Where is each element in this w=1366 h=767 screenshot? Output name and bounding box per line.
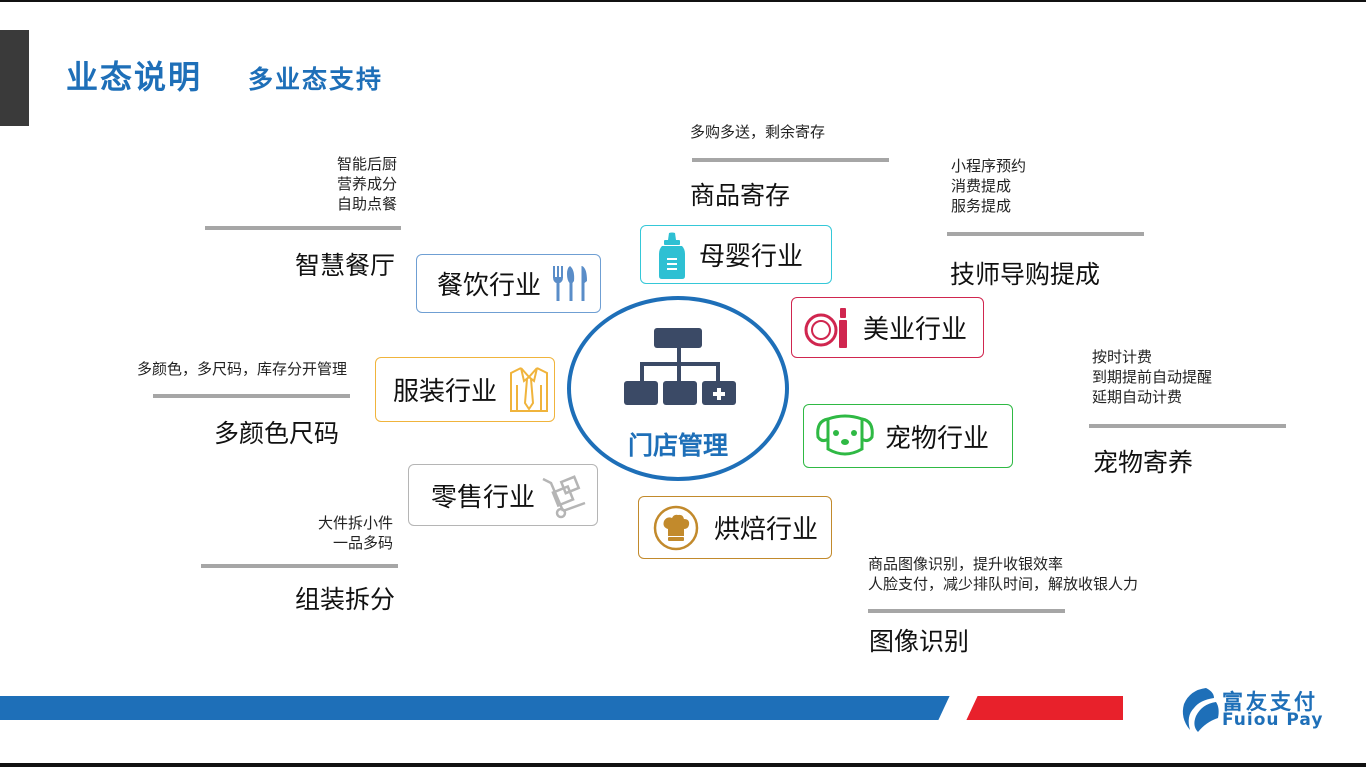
image-recognition-note-2: 人脸支付，减少排队时间，解放收银人力 bbox=[868, 575, 1139, 593]
commission-title: 技师导购提成 bbox=[950, 260, 1101, 289]
bottom-border bbox=[0, 763, 1366, 767]
page-title: 业态说明 bbox=[66, 58, 203, 96]
image-recognition-note-1: 商品图像识别，提升收银效率 bbox=[868, 555, 1064, 573]
industry-retail-card[interactable]: 零售行业 bbox=[408, 464, 598, 526]
assembly-split-note-2: 一品多码 bbox=[332, 534, 393, 552]
cosmetics-icon bbox=[804, 308, 847, 348]
image-recognition-divider bbox=[868, 609, 1065, 613]
industry-catering-card[interactable]: 餐饮行业 bbox=[416, 254, 601, 313]
smart-restaurant-note-2: 营养成分 bbox=[336, 175, 397, 193]
pet-boarding-note-1: 按时计费 bbox=[1092, 348, 1153, 366]
footer-band-red bbox=[972, 696, 1123, 720]
smart-restaurant-note-1: 智能后厨 bbox=[336, 155, 397, 173]
pet-boarding-note-2: 到期提前自动提醒 bbox=[1092, 368, 1213, 386]
goods-storage-note-1: 多购多送，剩余寄存 bbox=[690, 123, 826, 141]
store-management-label: 门店管理 bbox=[627, 431, 728, 460]
color-size-divider bbox=[153, 394, 350, 398]
industry-pet-label: 宠物行业 bbox=[885, 423, 990, 454]
commission-note-1: 小程序预约 bbox=[951, 157, 1027, 175]
image-recognition-notes: 商品图像识别，提升收银效率 人脸支付，减少排队时间，解放收银人力 bbox=[868, 554, 1138, 594]
chef-hat-icon bbox=[653, 505, 699, 551]
hand-truck-icon bbox=[542, 475, 586, 519]
dog-icon bbox=[816, 414, 874, 456]
brand-name-en: Fuiou Pay bbox=[1222, 710, 1324, 730]
fuiou-logo-icon bbox=[1182, 688, 1219, 732]
color-size-note-1: 多颜色，多尺码，库存分开管理 bbox=[136, 360, 347, 378]
image-recognition-title: 图像识别 bbox=[869, 627, 970, 656]
top-border bbox=[0, 0, 1366, 2]
brand-name-cn: 富友支付 bbox=[1222, 690, 1318, 714]
shirt-tie-icon bbox=[510, 367, 548, 412]
industry-pet-card[interactable]: 宠物行业 bbox=[803, 404, 1013, 468]
pet-boarding-divider bbox=[1089, 424, 1286, 428]
industry-bakery-card[interactable]: 烘焙行业 bbox=[638, 496, 832, 559]
commission-notes: 小程序预约 消费提成 服务提成 bbox=[951, 156, 1026, 216]
industry-retail-label: 零售行业 bbox=[431, 482, 536, 513]
commission-note-2: 消费提成 bbox=[951, 177, 1012, 195]
smart-restaurant-divider bbox=[205, 226, 401, 230]
side-tab-marker bbox=[0, 30, 29, 126]
industry-clothing-label: 服装行业 bbox=[393, 377, 498, 407]
assembly-split-divider bbox=[201, 564, 398, 568]
baby-bottle-icon bbox=[659, 232, 685, 279]
fork-knife-icon bbox=[553, 266, 587, 301]
goods-storage-title: 商品寄存 bbox=[690, 181, 791, 210]
smart-restaurant-notes: 智能后厨 营养成分 自助点餐 bbox=[337, 154, 397, 214]
page-subtitle: 多业态支持 bbox=[248, 65, 384, 94]
footer-band-blue bbox=[0, 696, 958, 720]
color-size-title: 多颜色尺码 bbox=[214, 419, 340, 448]
goods-storage-notes: 多购多送，剩余寄存 bbox=[690, 122, 825, 142]
commission-divider bbox=[947, 232, 1144, 236]
smart-restaurant-title: 智慧餐厅 bbox=[295, 251, 396, 280]
industry-clothing-card[interactable]: 服装行业 bbox=[375, 357, 555, 422]
pet-boarding-title: 宠物寄养 bbox=[1093, 448, 1194, 477]
store-management-hub[interactable]: 门店管理 bbox=[567, 296, 789, 481]
smart-restaurant-note-3: 自助点餐 bbox=[336, 195, 397, 213]
assembly-split-notes: 大件拆小件 一品多码 bbox=[318, 513, 393, 553]
pet-boarding-note-3: 延期自动计费 bbox=[1092, 388, 1183, 406]
industry-maternal-card[interactable]: 母婴行业 bbox=[640, 225, 832, 284]
assembly-split-title: 组装拆分 bbox=[295, 585, 396, 614]
industry-beauty-label: 美业行业 bbox=[863, 315, 968, 345]
industry-beauty-card[interactable]: 美业行业 bbox=[791, 297, 984, 358]
pet-boarding-notes: 按时计费 到期提前自动提醒 延期自动计费 bbox=[1092, 347, 1212, 407]
color-size-notes: 多颜色，多尺码，库存分开管理 bbox=[137, 359, 347, 379]
industry-catering-label: 餐饮行业 bbox=[437, 271, 542, 301]
industry-maternal-label: 母婴行业 bbox=[699, 242, 804, 272]
industry-bakery-label: 烘焙行业 bbox=[714, 515, 819, 545]
goods-storage-divider bbox=[692, 158, 889, 162]
commission-note-3: 服务提成 bbox=[951, 197, 1012, 215]
assembly-split-note-1: 大件拆小件 bbox=[317, 514, 393, 532]
org-chart-icon bbox=[624, 328, 736, 405]
